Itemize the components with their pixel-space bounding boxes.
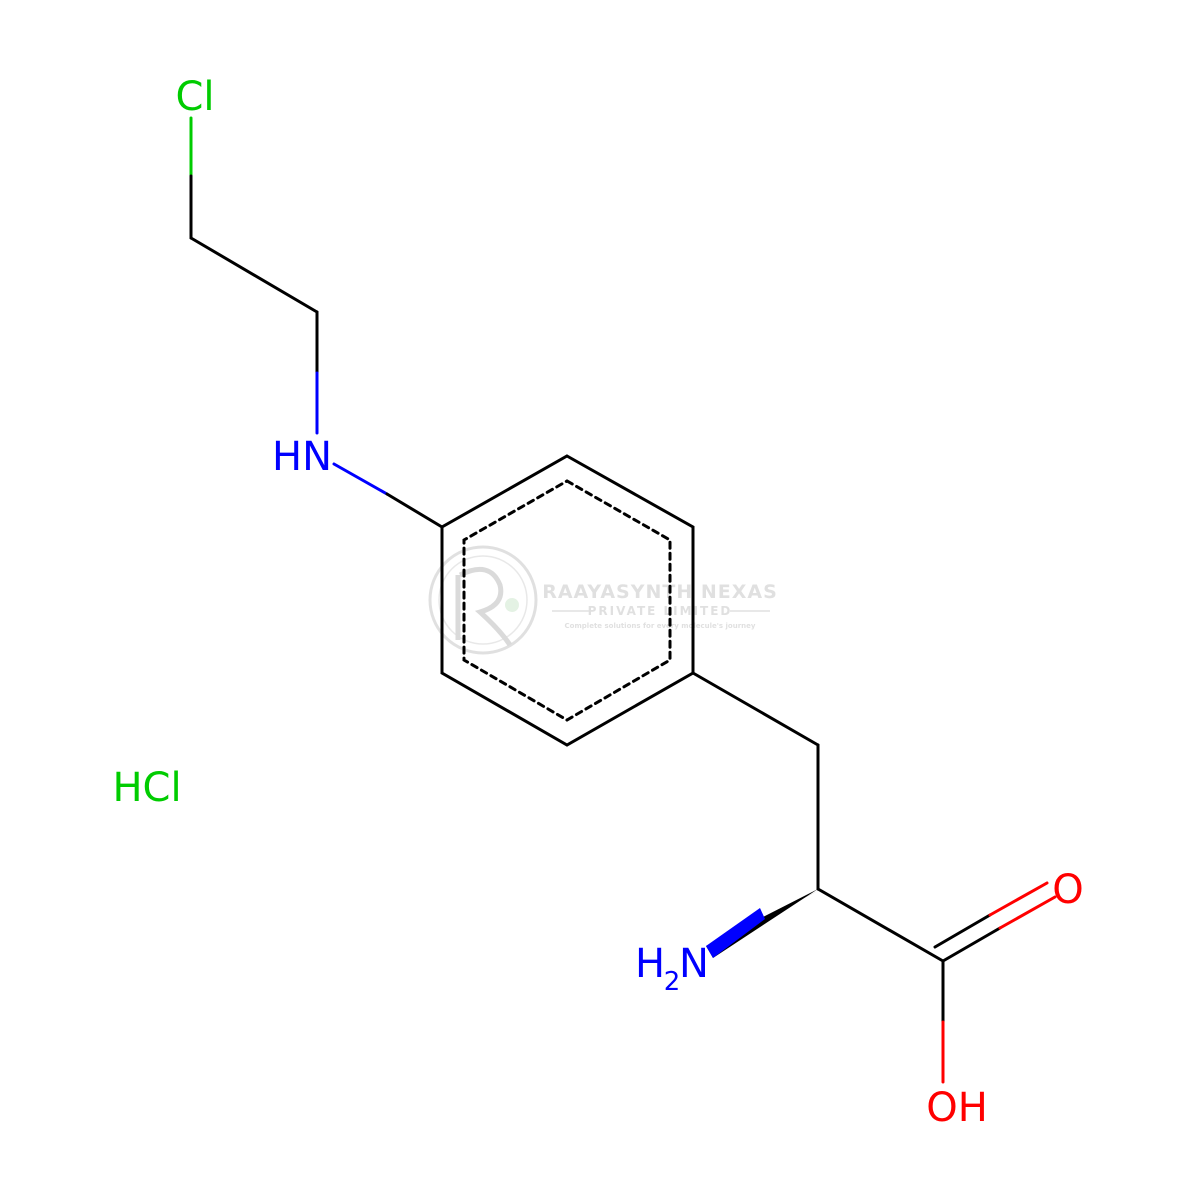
bond-ring-ch2 <box>691 671 820 747</box>
watermark-logo-r-icon <box>458 566 513 647</box>
amino-nitrogen: N <box>679 941 709 987</box>
atom-label-secondary-amine: HN <box>272 434 332 480</box>
bond-n-ring <box>332 462 389 496</box>
amino-subscript: 2 <box>664 967 681 997</box>
atom-label-hcl-salt: HCl <box>112 765 181 811</box>
watermark-logo-inner-ring <box>438 555 528 645</box>
atom-labels: Cl HN HCl O OH H 2 N <box>112 74 1083 1131</box>
bond-calpha-ccarboxyl <box>816 887 945 963</box>
watermark-logo-ring <box>428 545 538 655</box>
bonds <box>189 116 1057 1084</box>
amino-hydrogen: H <box>635 941 665 987</box>
atom-label-chlorine: Cl <box>175 74 214 120</box>
watermark: RAAYASYNTH NEXAS PRIVATE LIMITED Complet… <box>428 545 778 655</box>
bond-c-c-chain <box>189 236 319 314</box>
watermark-title: RAAYASYNTH NEXAS <box>542 581 778 603</box>
atom-label-carbonyl-oxygen: O <box>1052 867 1083 913</box>
atom-label-amino-group: H 2 N <box>635 941 709 997</box>
bond-c-o-double <box>941 926 1002 963</box>
atom-label-hydroxyl: OH <box>926 1085 988 1131</box>
watermark-tagline: Complete solutions for every molecule's … <box>565 622 756 630</box>
watermark-subtitle: PRIVATE LIMITED <box>588 604 733 618</box>
benzene-ring <box>440 454 695 747</box>
aromatic-ring-dashed <box>462 479 672 722</box>
